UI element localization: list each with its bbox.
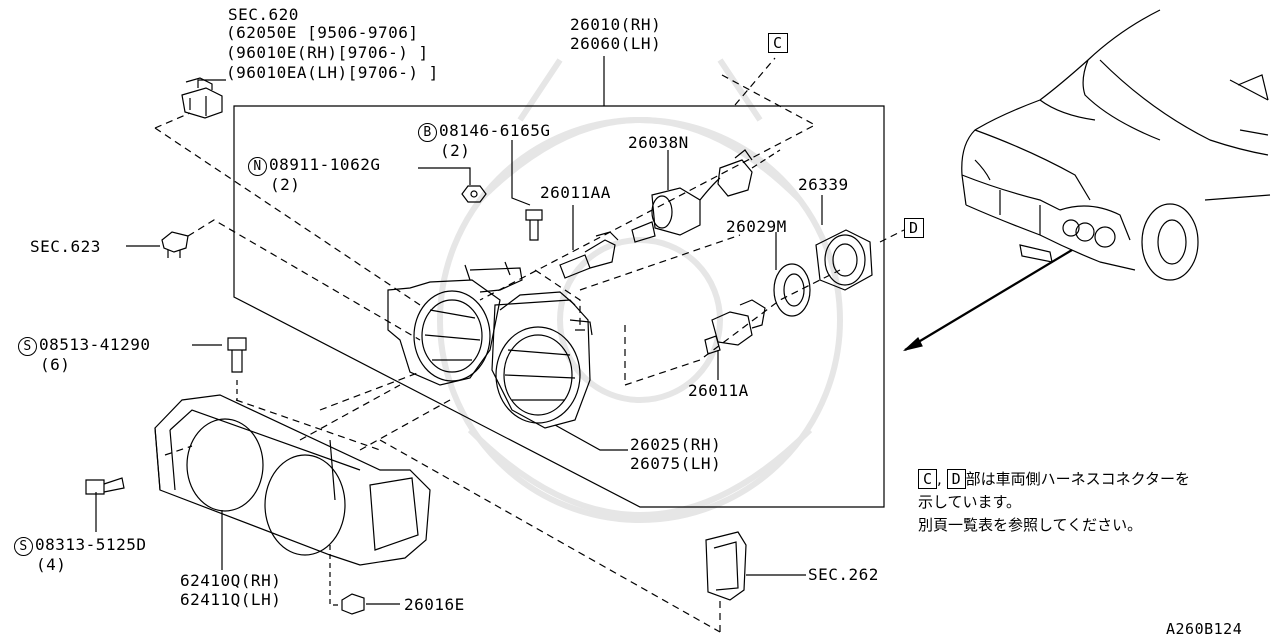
bolt-s1 [227,337,247,373]
bulb-26011a [704,299,766,355]
bolt-b [525,209,543,241]
part-26060-label: 26060(LH) [570,34,662,53]
connector-c-marker: C [768,33,788,53]
note-line-2: 示しています。 [918,493,1022,511]
sec620-line3: (96010EA(LH)[9706-) ] [226,63,439,82]
part-62411q-label: 62411Q(LH) [180,590,282,609]
bolt-s2 [85,477,125,495]
sec262-label: SEC.262 [808,565,879,584]
cap-26339 [815,229,873,291]
clip-623 [161,231,189,258]
connector-d-marker: D [904,218,924,238]
side-marker-262 [705,531,747,601]
note-line-3: 別頁一覧表を参照してください。 [918,516,1143,534]
socket-26038n [631,149,753,243]
part-26016e-label: 26016E [404,595,465,614]
ring-26029m [773,263,811,317]
part-26011aa-label: 26011AA [540,183,611,202]
part-26011a-label: 26011A [688,381,749,400]
part-62410q-label: 62410Q(RH) [180,571,282,590]
diagram-code: A260B124 [1166,620,1243,638]
bulb-26011aa [559,231,619,279]
bolt-s1-qty: (6) [40,355,71,374]
nut-symbol [461,185,487,203]
part-26075-label: 26075(LH) [630,454,722,473]
bezel-62410q [154,394,431,566]
nut-n-qty: (2) [270,175,301,194]
arrow-head [902,337,923,352]
headlamp-unit-right [491,291,593,429]
clip-26016e [341,593,365,615]
location-arrow [904,249,1073,351]
sec620-line2: (96010E(RH)[9706-) ] [226,43,429,62]
part-26038n-label: 26038N [628,133,689,152]
headlamp-unit-left [387,261,523,386]
sec620-title: SEC.620 [228,5,299,24]
assembly-frame [233,105,885,508]
sec623-label: SEC.623 [30,237,101,256]
bolt-s2-qty: (4) [36,555,67,574]
part-26029m-label: 26029M [726,217,787,236]
part-26339-label: 26339 [798,175,849,194]
part-26010-label: 26010(RH) [570,15,662,34]
sec620-line1: (62050E [9506-9706] [226,23,419,42]
part-26025-label: 26025(RH) [630,435,722,454]
connector-620 [181,77,223,119]
bolt-b-qty: (2) [440,141,471,160]
car-illustration [961,9,1271,281]
